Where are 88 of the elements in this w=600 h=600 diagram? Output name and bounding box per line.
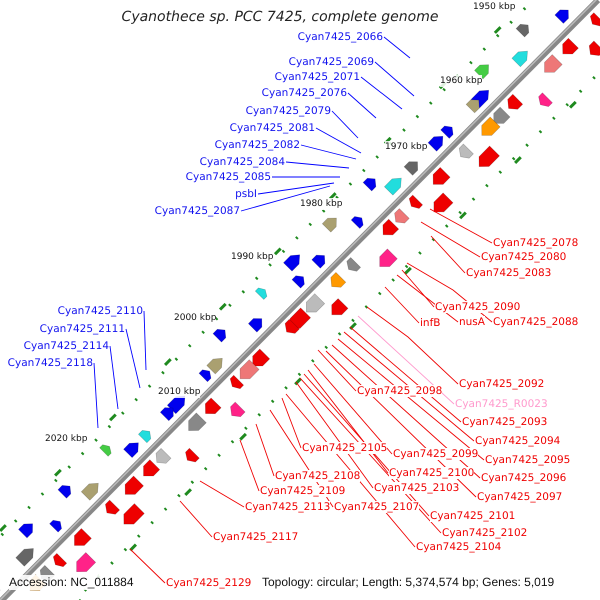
gene-label: Cyan7425_2110	[58, 305, 143, 317]
gene-label: Cyan7425_2078	[493, 237, 578, 249]
leader-line	[94, 362, 98, 428]
gene-label: Cyan7425_2111	[40, 323, 125, 335]
title: Cyanothece sp. PCC 7425, complete genome	[120, 9, 440, 25]
position-label: 2020 kbp	[45, 432, 88, 444]
leader-line	[296, 382, 374, 488]
leader-line	[430, 236, 466, 274]
gene-label: Cyan7425_2129	[166, 577, 252, 589]
leader-line	[130, 548, 166, 584]
gene-label: Cyan7425_2103	[374, 482, 460, 494]
gene-label: Cyan7425_2104	[416, 541, 502, 553]
position-label: 1960 kbp	[440, 74, 482, 86]
position-label: 1950 kbp	[473, 0, 516, 12]
gene-label: nusA	[459, 316, 485, 328]
gene-label: Cyan7425_2092	[459, 378, 544, 390]
gene-label: Cyan7425_2085	[186, 171, 271, 183]
leader-line	[430, 208, 492, 244]
leader-line	[318, 350, 356, 392]
genome-summary-text: Topology: circular; Length: 5,374,574 bp; Genes: 5,019	[262, 575, 554, 590]
leader-line	[374, 62, 414, 96]
gene-label: Cyan7425_R0023	[455, 398, 548, 410]
gene-label: Cyan7425_2117	[213, 531, 298, 543]
gene-label: Cyan7425_2080	[481, 251, 566, 263]
leader-line	[384, 36, 410, 58]
leader-line	[366, 306, 458, 384]
gene-label: Cyan7425_2069	[288, 56, 374, 68]
gene-label: Cyan7425_2108	[275, 470, 360, 482]
leader-line	[316, 128, 362, 154]
leader-line	[282, 398, 302, 448]
leader-line	[314, 364, 392, 454]
position-label: 2000 kbp	[174, 312, 216, 324]
leader-line	[256, 424, 274, 476]
gene-label: Cyan7425_2101	[430, 510, 516, 522]
leader-line	[180, 500, 212, 538]
gene-label: Cyan7425_2066	[298, 31, 383, 43]
gene-label: Cyan7425_2097	[477, 491, 562, 503]
leader-line	[350, 326, 462, 422]
gene-label: Cyan7425_2081	[230, 122, 315, 134]
leader-line	[358, 316, 454, 404]
gene-label: psbI	[235, 188, 257, 200]
leader-line	[348, 92, 376, 118]
leader-line	[300, 144, 356, 160]
position-label: 1990 kbp	[231, 250, 274, 262]
leader-line	[126, 328, 140, 388]
gene-label: Cyan7425_2079	[246, 105, 331, 117]
gene-label: Cyan7425_2114	[24, 340, 109, 352]
gene-label: Cyan7425_2096	[481, 472, 566, 484]
leader-line	[344, 332, 474, 442]
gene-label: Cyan7425_2113	[245, 501, 330, 513]
gene-label: Cyan7425_2083	[466, 267, 552, 279]
gene-label: infB	[420, 317, 440, 329]
leader-line	[308, 370, 388, 474]
gene-label: Cyan7425_2109	[260, 485, 346, 497]
gene-label: Cyan7425_2094	[475, 435, 560, 447]
leader-line	[384, 286, 420, 324]
accession-text: Accession: NC_011884	[9, 575, 134, 590]
leader-line	[110, 346, 118, 410]
gene-label: Cyan7425_2098	[357, 385, 442, 397]
gene-label: Cyan7425_2107	[334, 501, 420, 513]
gene-label: Cyan7425_2095	[485, 454, 570, 466]
leader-line	[240, 440, 260, 492]
leader-line	[286, 162, 350, 168]
gene-label: Cyan7425_2099	[393, 448, 478, 460]
leader-line	[200, 480, 244, 508]
gene-label: Cyan7425_2093	[462, 416, 548, 428]
leader-line	[360, 76, 402, 110]
gene-label: Cyan7425_2076	[262, 87, 347, 99]
position-label: 1970 kbp	[385, 140, 428, 152]
gene-label: Cyan7425_2071	[274, 71, 360, 83]
gene-label: Cyan7425_2087	[154, 205, 240, 217]
leader-line	[402, 270, 434, 308]
leader-line	[332, 110, 358, 138]
leader-line	[240, 186, 330, 212]
leader-line	[144, 310, 146, 370]
position-label: 2010 kbp	[158, 386, 200, 398]
gene-label: Cyan7425_2088	[493, 316, 578, 328]
gene-label: Cyan7425_2102	[442, 527, 528, 539]
gene-label: Cyan7425_2090	[435, 301, 520, 313]
leader-line	[258, 182, 334, 194]
gene-label: Cyan7425_2105	[302, 442, 388, 454]
gene-label: Cyan7425_2082	[214, 139, 300, 151]
leader-line	[272, 176, 340, 178]
gene-label: Cyan7425_2100	[389, 467, 474, 479]
leader-line	[420, 222, 480, 258]
gene-label: Cyan7425_2084	[200, 156, 285, 168]
gene-label: Cyan7425_2118	[8, 357, 93, 369]
position-label: 1980 kbp	[300, 198, 342, 210]
